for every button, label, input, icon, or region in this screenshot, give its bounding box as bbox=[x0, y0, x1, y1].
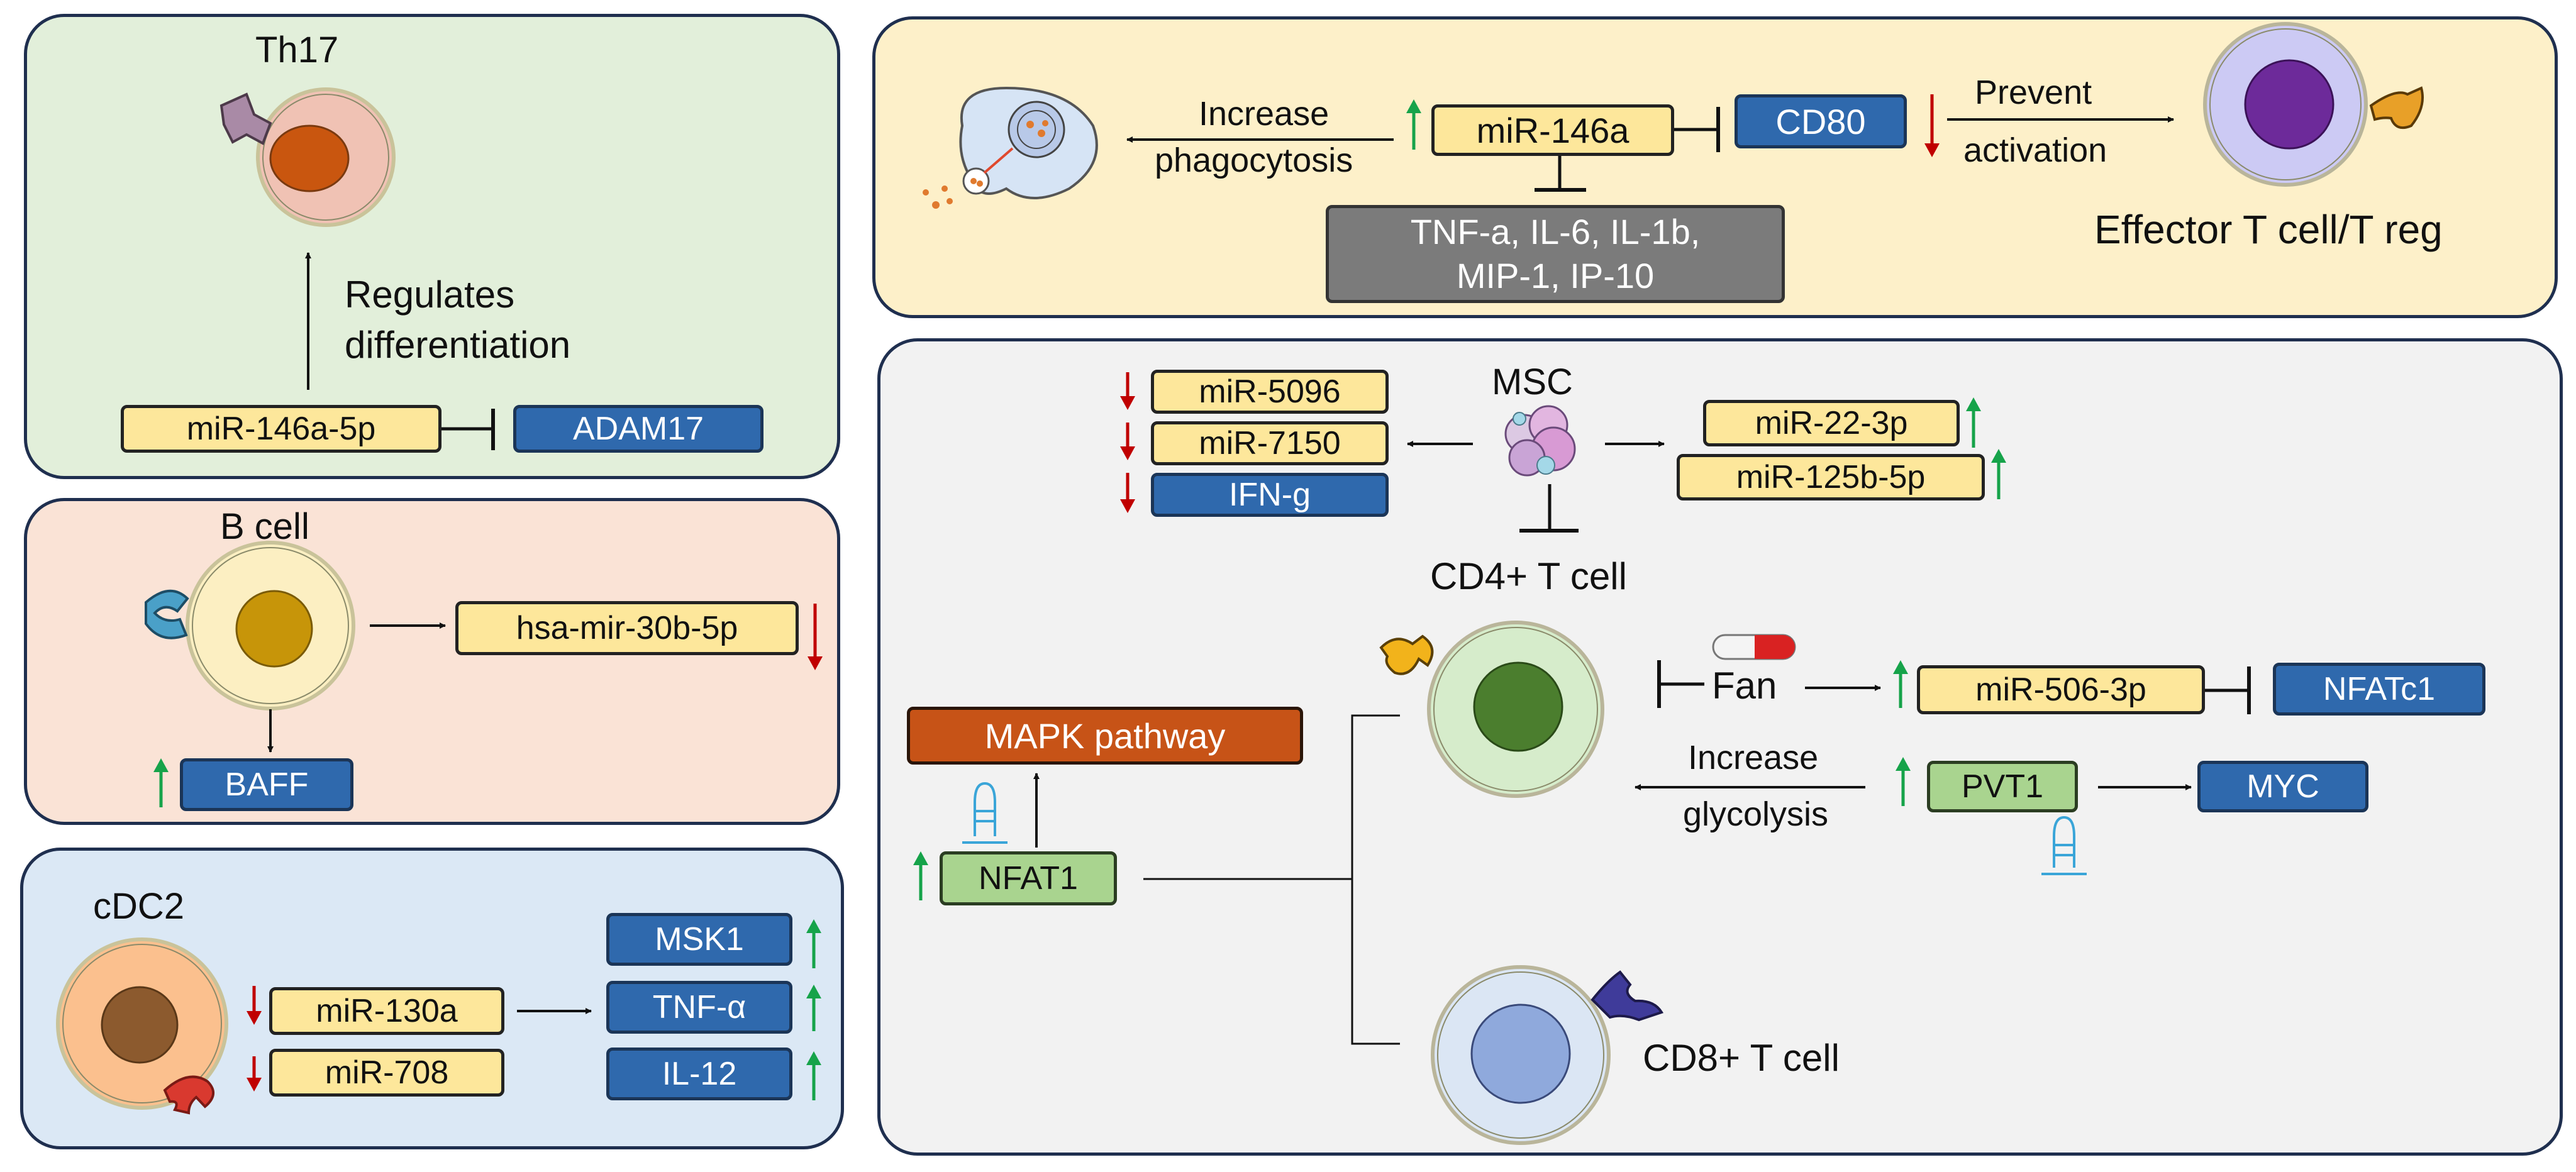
nfat1-box: NFAT1 bbox=[940, 851, 1117, 905]
cytokines-line-1: TNF-a, IL-6, IL-1b, bbox=[1410, 212, 1701, 252]
pvt1-rna-hairpin-icon bbox=[2041, 815, 2087, 875]
nfat1-rna-hairpin-icon bbox=[962, 782, 1008, 844]
cd80-down-arrow bbox=[1924, 94, 1940, 157]
effector-cell-label: Effector T cell/T reg bbox=[2094, 207, 2443, 252]
bcell-baff-box: BAFF bbox=[180, 758, 353, 811]
tnf-up-arrow bbox=[806, 985, 821, 1031]
il12-up-arrow bbox=[806, 1051, 821, 1100]
myc-box: MYC bbox=[2197, 761, 2368, 812]
fan-pill-icon bbox=[1712, 634, 1796, 660]
cdc2-receptor-icon bbox=[163, 1075, 214, 1115]
mir7150-box: miR-7150 bbox=[1151, 421, 1389, 465]
cdc2-tnf-box: TNF-α bbox=[606, 981, 792, 1034]
mapk-box: MAPK pathway bbox=[907, 707, 1303, 765]
msk1-up-arrow bbox=[806, 919, 821, 968]
mir506-up-arrow bbox=[1893, 660, 1908, 708]
th17-adam17-box: ADAM17 bbox=[513, 405, 763, 453]
th17-panel bbox=[24, 14, 840, 479]
mirna-up-arrows bbox=[1966, 397, 2006, 499]
prevent-label-2: activation bbox=[1963, 131, 2107, 169]
th17-inhibit-symbol bbox=[441, 409, 495, 450]
msc-cell-icon bbox=[1504, 405, 1576, 477]
effector-cd80-box: CD80 bbox=[1735, 94, 1907, 148]
fan-inhibits-cd4 bbox=[1657, 660, 1704, 708]
effector-receptor-icon bbox=[2369, 86, 2424, 129]
mir506-inhibits-nfatc1 bbox=[2205, 666, 2251, 714]
ifng-box: IFN-g bbox=[1151, 473, 1389, 517]
msc-inhibits-cd4 bbox=[1519, 484, 1579, 533]
cd8-tcell-icon bbox=[1431, 965, 1611, 1145]
mir708-down-arrow bbox=[247, 1056, 262, 1092]
mir22-box: miR-22-3p bbox=[1703, 400, 1960, 446]
bcell-mirna-down-arrow bbox=[808, 604, 823, 670]
cd8-label: CD8+ T cell bbox=[1643, 1037, 1840, 1079]
nfatc1-box: NFATc1 bbox=[2273, 663, 2485, 716]
th17-mirna-box: miR-146a-5p bbox=[121, 405, 441, 453]
mir5096-box: miR-5096 bbox=[1151, 370, 1389, 414]
cd4-tcell-icon bbox=[1427, 621, 1604, 798]
macrophage-icon bbox=[923, 86, 1098, 209]
th17-cell-icon bbox=[256, 87, 396, 227]
bcell-mirna-box: hsa-mir-30b-5p bbox=[455, 601, 799, 655]
cdc2-msk1-box: MSK1 bbox=[606, 913, 792, 966]
effector-tcell-icon bbox=[2203, 22, 2368, 187]
nfat1-up-arrow bbox=[913, 851, 928, 900]
mir146a-inhibits-cd80 bbox=[1674, 107, 1720, 152]
cdc2-mir130a-box: miR-130a bbox=[269, 987, 504, 1035]
tcell-bracket bbox=[1351, 714, 1400, 1045]
th17-arrow-label-1: Regulates bbox=[345, 274, 515, 316]
bcell-title: B cell bbox=[220, 506, 309, 547]
cytokines-line-2: MIP-1, IP-10 bbox=[1456, 256, 1655, 296]
effector-mir146a-box: miR-146a bbox=[1431, 104, 1674, 156]
cd4-label: CD4+ T cell bbox=[1430, 555, 1627, 597]
baff-up-arrow bbox=[153, 758, 169, 807]
bcell-receptor-icon bbox=[145, 590, 189, 639]
cdc2-il12-box: IL-12 bbox=[606, 1048, 792, 1100]
mir506-box: miR-506-3p bbox=[1917, 665, 2205, 714]
cd8-receptor-icon bbox=[1591, 970, 1663, 1022]
cytokines-box: TNF-a, IL-6, IL-1b, MIP-1, IP-10 bbox=[1326, 205, 1785, 303]
pvt1-box: PVT1 bbox=[1927, 761, 2078, 812]
mir146a-up-arrow bbox=[1406, 99, 1421, 150]
increase-label-2: phagocytosis bbox=[1155, 141, 1353, 179]
th17-receptor-icon bbox=[219, 92, 272, 145]
pvt1-up-arrow bbox=[1896, 757, 1911, 806]
mir146a-inhibits-cytokines bbox=[1535, 155, 1586, 192]
prevent-label-1: Prevent bbox=[1975, 74, 2092, 111]
increase-label-1: Increase bbox=[1199, 95, 1330, 133]
bcell-icon bbox=[186, 541, 355, 710]
mir125b-box: miR-125b-5p bbox=[1677, 454, 1985, 500]
th17-title: Th17 bbox=[255, 30, 339, 70]
th17-arrow-label-2: differentiation bbox=[345, 324, 571, 366]
msc-label: MSC bbox=[1492, 362, 1573, 402]
mirna-down-arrows bbox=[1120, 372, 1135, 513]
cdc2-title: cDC2 bbox=[93, 886, 185, 927]
fan-label: Fan bbox=[1712, 665, 1777, 707]
cdc2-cell-icon bbox=[56, 937, 228, 1110]
glycolysis-label-1: Increase bbox=[1688, 739, 1819, 777]
glycolysis-label-2: glycolysis bbox=[1683, 795, 1829, 833]
mir130a-down-arrow bbox=[247, 986, 262, 1025]
cd4-receptor-icon bbox=[1379, 634, 1434, 675]
cdc2-mir708-box: miR-708 bbox=[269, 1049, 504, 1097]
